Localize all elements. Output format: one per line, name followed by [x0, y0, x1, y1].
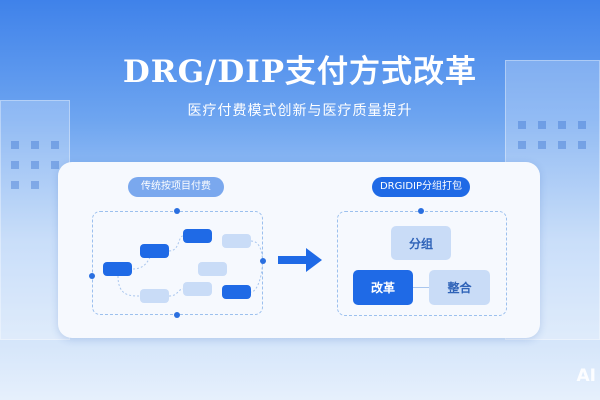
connector-dot: [260, 258, 266, 264]
flow-node: [103, 262, 132, 276]
flow-node: [183, 229, 212, 243]
page-subtitle: 医疗付费模式创新与医疗质量提升: [187, 103, 413, 119]
box-connector: [413, 287, 429, 288]
connector-dot: [418, 208, 424, 214]
flow-node: [183, 282, 212, 296]
traditional-payment-label: 传统按项目付费: [128, 177, 224, 197]
integrate-box: 整合: [429, 270, 490, 305]
drg-dip-label: DRGIDIP分组打包: [372, 177, 470, 197]
flow-node: [198, 262, 227, 276]
flow-node: [140, 289, 169, 303]
page-title: DRG/DIP支付方式改革: [122, 54, 478, 90]
flow-node: [140, 244, 169, 258]
watermark: AI: [576, 366, 596, 386]
group-box: 分组: [391, 226, 451, 260]
flow-node: [222, 285, 251, 299]
arrow-right-icon: [278, 248, 322, 272]
connector-dot: [174, 312, 180, 318]
connector-dot: [89, 273, 95, 279]
connector-dot: [174, 208, 180, 214]
reform-box: 改革: [353, 270, 413, 305]
flow-node: [222, 234, 251, 248]
